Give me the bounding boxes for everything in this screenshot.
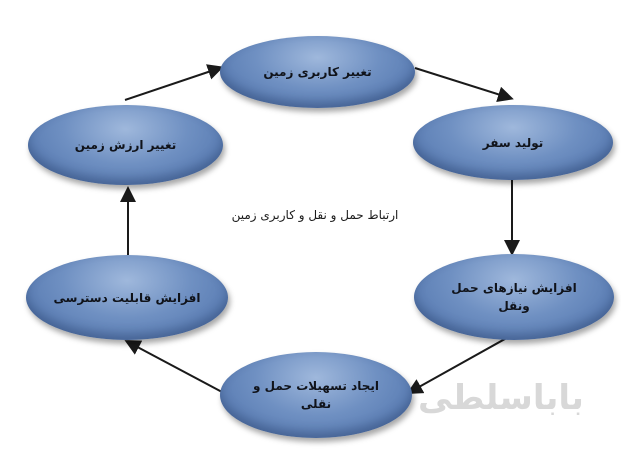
node-land-value-change: تغییر ارزش زمین	[28, 105, 223, 185]
node-accessibility-increase: افزایش قابلیت دسترسی	[26, 255, 228, 340]
arrow-bottom-to-left-bottom	[124, 340, 223, 393]
node-label: افزایش نیازهای حمل ونقل	[451, 281, 577, 313]
watermark-logo: باباسلطی	[418, 378, 584, 418]
arrow-left-top-to-top	[124, 64, 224, 101]
arrow-right-bottom-to-bottom	[406, 334, 513, 394]
node-label: ایجاد تسهیلات حمل و نقلی	[252, 379, 380, 411]
node-label: تغییر ارزش زمین	[74, 138, 177, 152]
node-label: افزایش قابلیت دسترسی	[53, 290, 201, 305]
node-transport-facilities: ایجاد تسهیلات حمل و نقلی	[220, 352, 412, 438]
center-label: ارتباط حمل و نقل و کاربری زمین	[231, 208, 399, 222]
node-label: تولید سفر	[482, 135, 544, 150]
node-transport-needs-increase: افزایش نیازهای حمل ونقل	[414, 254, 614, 340]
node-label: تغییر کاربری زمین	[263, 65, 372, 79]
node-trip-generation: تولید سفر	[413, 105, 613, 180]
arrow-top-to-right-top	[414, 67, 514, 103]
node-land-use-change: تغییر کاربری زمین	[220, 36, 415, 108]
